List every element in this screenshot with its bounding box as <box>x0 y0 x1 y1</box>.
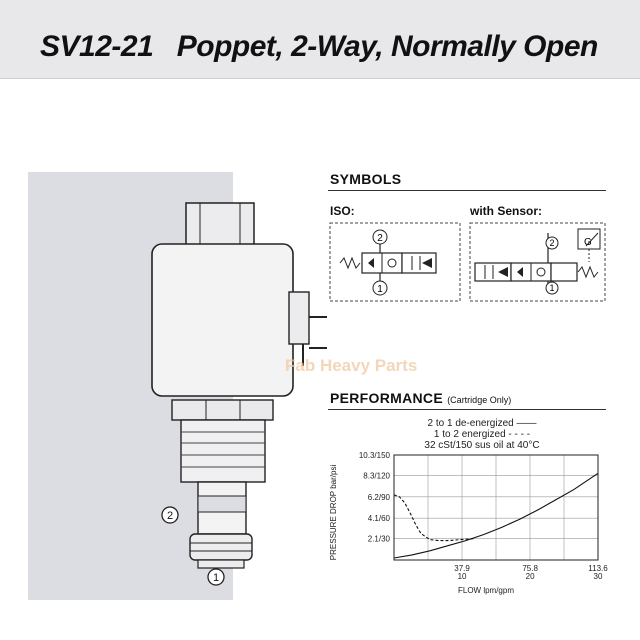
port-2-callout <box>161 506 179 524</box>
y-axis-title: PRESSURE DROP bar/psi <box>329 465 338 561</box>
legend-line-1: 2 to 1 de-energized —— <box>427 418 537 429</box>
x-tick-label-secondary: 30 <box>594 572 603 581</box>
chart-legend: 2 to 1 de-energized —— 1 to 2 energized … <box>372 418 592 451</box>
series-line-2 <box>393 494 475 542</box>
y-tick-label: 4.1/60 <box>368 514 391 523</box>
svg-text:1: 1 <box>377 284 383 295</box>
y-tick-label: 8.3/120 <box>363 471 390 480</box>
x-tick-label: 113.6 <box>588 564 608 573</box>
watermark-text: Fab Heavy Parts <box>285 356 418 375</box>
symbols-heading: SYMBOLS <box>330 171 402 187</box>
sensor-symbol: G 2 1 <box>469 222 606 302</box>
page-title: SV12-21 Poppet, 2-Way, Normally Open <box>40 30 598 64</box>
title-banner: SV12-21 Poppet, 2-Way, Normally Open <box>0 0 640 79</box>
coil-nut <box>185 202 255 246</box>
y-tick-label: 2.1/30 <box>368 535 391 544</box>
performance-title: PERFORMANCE <box>330 390 443 406</box>
port-1-callout <box>207 568 225 586</box>
chart-grid <box>394 454 598 560</box>
svg-text:1: 1 <box>549 283 554 293</box>
sensor-mark-label: G <box>584 237 592 248</box>
model-description: Poppet, 2-Way, Normally Open <box>176 30 599 63</box>
svg-text:2: 2 <box>377 233 383 244</box>
sensor-label: with Sensor: <box>470 204 543 218</box>
x-tick-label: 37.9 <box>454 564 470 573</box>
chart-ticks: 2.1/30 4.1/60 6.2/90 8.3/120 10.3/150 37.910 7… <box>359 451 608 581</box>
performance-heading: PERFORMANCE (Cartridge Only) <box>330 390 511 406</box>
x-axis-title: FLOW lpm/gpm <box>458 586 514 595</box>
iso-symbol: 2 1 <box>329 222 461 302</box>
performance-note: (Cartridge Only) <box>447 395 512 405</box>
series-line-1 <box>393 472 599 559</box>
y-tick-label: 10.3/150 <box>359 451 391 460</box>
performance-rule <box>328 409 606 410</box>
port-1-label: 1 <box>213 572 219 584</box>
chart-series <box>393 472 599 559</box>
x-tick-label-secondary: 10 <box>458 572 467 581</box>
port-2-label: 2 <box>167 510 173 522</box>
x-tick-label: 75.8 <box>522 564 538 573</box>
model-number: SV12-21 <box>40 30 154 63</box>
svg-text:2: 2 <box>549 238 554 248</box>
plot-frame <box>393 454 599 561</box>
legend-line-2: 1 to 2 energized - - - - <box>433 429 531 440</box>
iso-label: ISO: <box>330 204 355 218</box>
y-tick-label: 6.2/90 <box>368 493 391 502</box>
x-tick-label-secondary: 20 <box>526 572 535 581</box>
symbols-rule <box>328 190 606 191</box>
legend-line-3: 32 cSt/150 sus oil at 40°C <box>424 440 540 451</box>
